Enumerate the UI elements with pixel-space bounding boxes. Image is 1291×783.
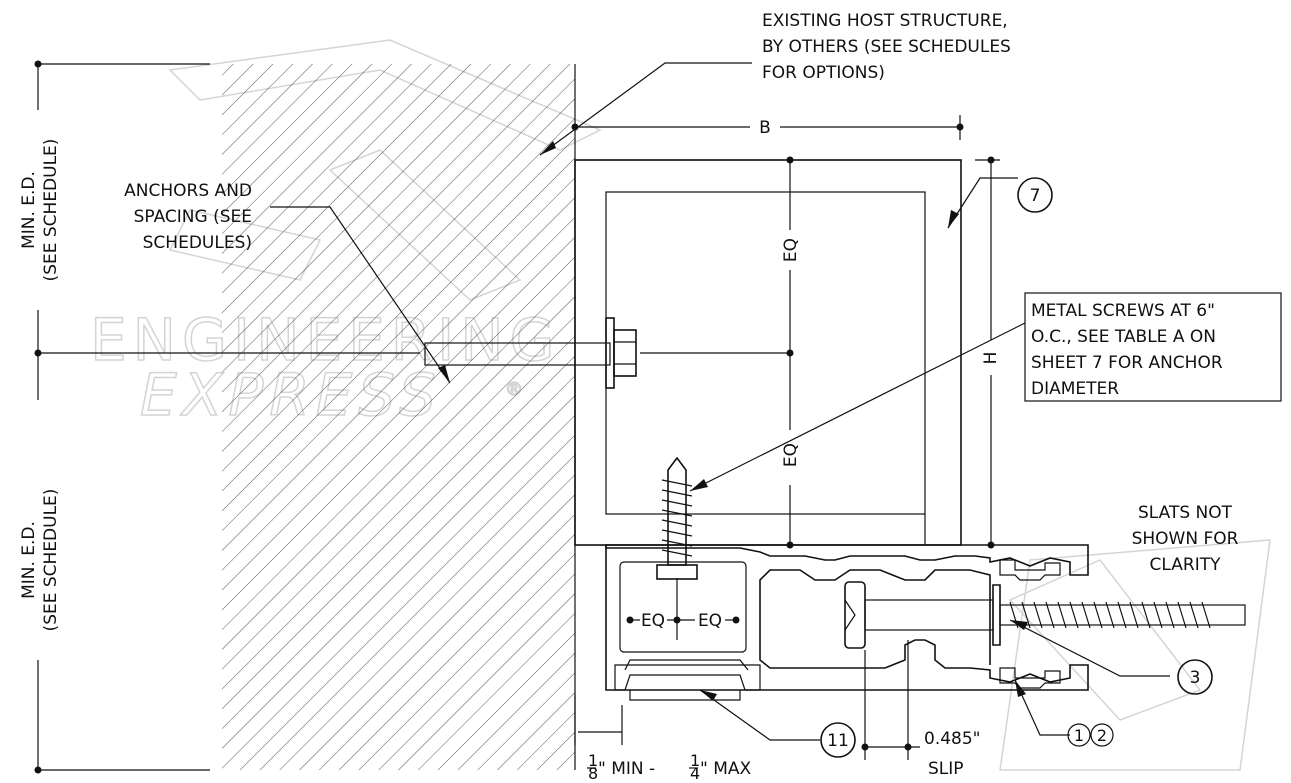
- svg-text:11: 11: [827, 731, 849, 751]
- leaders: [270, 62, 1170, 741]
- slip-label: SLIP: [928, 759, 964, 779]
- svg-text:SHEET 7 FOR ANCHOR: SHEET 7 FOR ANCHOR: [1031, 353, 1223, 373]
- gap-frac-num2: 1: [690, 751, 700, 770]
- gap-frac-num: 1: [588, 751, 598, 770]
- min-ed-dimension: MIN. E.D. (SEE SCHEDULE) MIN. E.D. (SEE …: [19, 60, 420, 774]
- svg-text:CLARITY: CLARITY: [1150, 555, 1222, 575]
- min-ed-top-line2: (SEE SCHEDULE): [41, 139, 61, 282]
- h-dimension: H: [975, 156, 1001, 549]
- gap-max-text: " MAX: [700, 759, 752, 779]
- svg-text:ANCHORS AND: ANCHORS AND: [124, 181, 252, 201]
- gap-frac-den-max: 4: [690, 764, 700, 783]
- svg-text:3: 3: [1190, 668, 1201, 688]
- min-ed-bottom-line1: MIN. E.D.: [19, 521, 39, 599]
- svg-text:SLATS NOT: SLATS NOT: [1138, 503, 1233, 523]
- callout-7: 7: [1017, 177, 1053, 213]
- callout-11: 11: [820, 722, 856, 758]
- eq-label-lower: EQ: [781, 443, 801, 467]
- h-label: H: [981, 352, 1001, 365]
- svg-text:EXISTING HOST STRUCTURE,: EXISTING HOST STRUCTURE,: [762, 11, 1008, 31]
- callout-3: 3: [1177, 659, 1213, 695]
- slip-dimension: 0.485" SLIP: [861, 640, 981, 779]
- svg-text:DIAMETER: DIAMETER: [1031, 379, 1119, 399]
- svg-text:O.C., SEE TABLE A ON: O.C., SEE TABLE A ON: [1031, 327, 1216, 347]
- svg-text:FOR OPTIONS): FOR OPTIONS): [762, 63, 885, 83]
- eq-left-label: EQ: [641, 611, 665, 631]
- svg-text:BY OTHERS (SEE SCHEDULES: BY OTHERS (SEE SCHEDULES: [762, 37, 1011, 57]
- svg-text:1: 1: [1074, 726, 1084, 745]
- host-tube: EQ EQ: [574, 156, 962, 549]
- svg-text:SCHEDULES): SCHEDULES): [143, 233, 252, 253]
- svg-text:2: 2: [1097, 726, 1107, 745]
- eq-label-upper: EQ: [781, 238, 801, 262]
- eq-eq-dimension: EQ EQ: [626, 578, 740, 640]
- host-structure-hatch: [222, 64, 575, 770]
- gap-min-text: " MIN -: [598, 759, 655, 779]
- min-ed-top-line1: MIN. E.D.: [19, 171, 39, 249]
- callout-1-2: 1 2: [1067, 723, 1114, 747]
- adjustment-bolt: [844, 581, 1246, 649]
- b-label: B: [759, 118, 771, 138]
- gap-dimension: 1 8 " MIN - 1 4 " MAX: [574, 695, 752, 783]
- aluminum-extrusion: [605, 544, 1089, 701]
- slip-value: 0.485": [924, 729, 981, 749]
- host-structure-note: EXISTING HOST STRUCTURE, BY OTHERS (SEE …: [762, 11, 1011, 83]
- slats-note: SLATS NOT SHOWN FOR CLARITY: [1132, 503, 1239, 575]
- metal-screw: [656, 456, 698, 580]
- metal-screws-note: METAL SCREWS AT 6" O.C., SEE TABLE A ON …: [1024, 292, 1282, 402]
- min-ed-bottom-line2: (SEE SCHEDULE): [41, 489, 61, 632]
- anchors-note: ANCHORS AND SPACING (SEE SCHEDULES): [124, 181, 252, 253]
- svg-text:7: 7: [1030, 186, 1041, 206]
- svg-text:METAL SCREWS AT 6": METAL SCREWS AT 6": [1031, 301, 1215, 321]
- svg-text:SHOWN FOR: SHOWN FOR: [1132, 529, 1239, 549]
- eq-right-label: EQ: [698, 611, 722, 631]
- b-dimension: B: [571, 115, 964, 140]
- gap-frac-den-min: 8: [588, 764, 598, 783]
- svg-text:SPACING (SEE: SPACING (SEE: [134, 207, 252, 227]
